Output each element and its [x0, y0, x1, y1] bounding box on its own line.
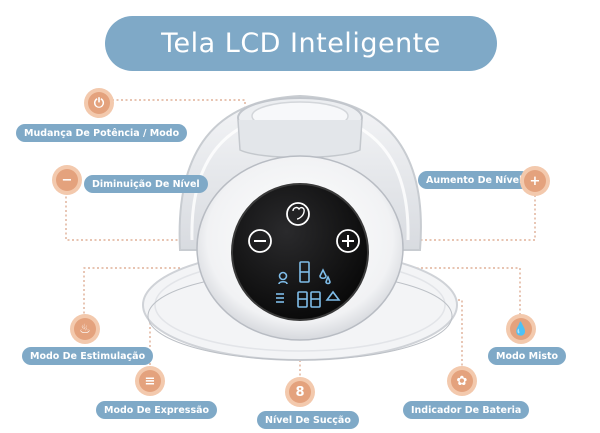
label-expression: Modo De Expressão [96, 401, 218, 419]
screen-indicators [276, 261, 341, 308]
label-decrease: Diminuição De Nível [84, 175, 208, 193]
label-suction: Nível De Sucção [257, 411, 359, 429]
minus-icon: − [52, 165, 82, 195]
expression-bars-icon: ≡ [135, 366, 165, 396]
label-mixed: Modo Misto [488, 347, 567, 365]
droplets-icon: 💧 [506, 314, 536, 344]
battery-indicator-icon: ✿ [447, 366, 477, 396]
power-mode-icon: ⏻ [84, 88, 114, 118]
page-title: Tela LCD Inteligente [105, 16, 497, 71]
label-battery: Indicador De Bateria [403, 401, 530, 419]
plus-icon: + [520, 166, 550, 196]
digit-eight-icon: 8 [285, 377, 315, 407]
label-increase: Aumento De Nível [418, 171, 531, 189]
screen-plus-icon[interactable] [336, 229, 360, 253]
label-power-mode: Mudança De Potência / Modo [16, 124, 188, 142]
screen-minus-icon[interactable] [248, 229, 272, 253]
label-stimulation: Modo De Estimulação [22, 347, 154, 365]
stimulation-icon: ♨ [70, 314, 100, 344]
screen-power-mode-icon[interactable] [286, 202, 310, 226]
